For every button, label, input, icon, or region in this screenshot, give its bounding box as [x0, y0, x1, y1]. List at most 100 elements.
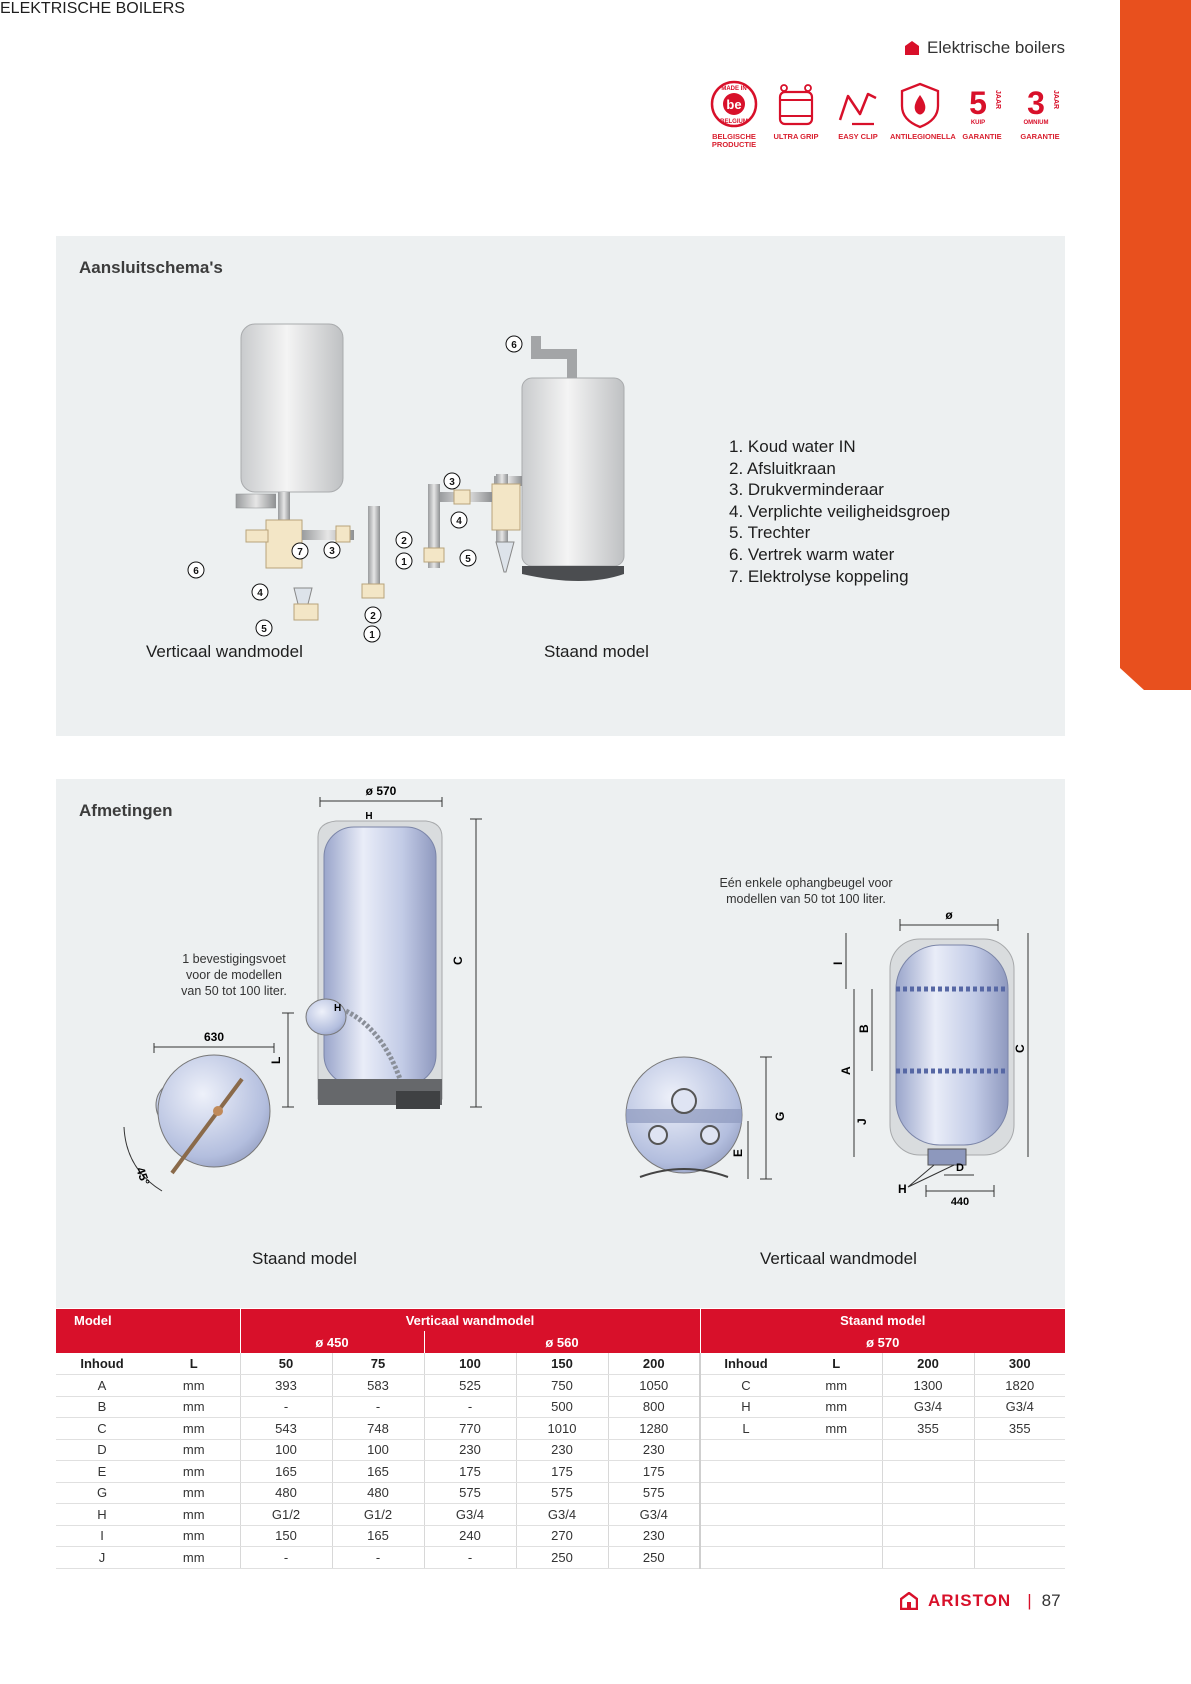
dim-diameter-570: ø 570 — [366, 784, 397, 798]
warranty-3-unit: JAAR — [1052, 90, 1059, 109]
home-icon — [905, 41, 920, 55]
table-group-wall: Verticaal wandmodel — [239, 1309, 700, 1331]
caption-standing-model: Staand model — [252, 1249, 357, 1268]
page-number: 87 — [1041, 1591, 1061, 1610]
dim-e: E — [731, 1149, 745, 1157]
dimensions-table: Model Verticaal wandmodel Staand model ø… — [56, 1309, 1065, 1569]
legend-item: 7. Elektrolyse koppeling — [729, 566, 909, 586]
caption-standing-model: Staand model — [544, 642, 649, 661]
side-tab — [1120, 0, 1191, 690]
be-text: be — [726, 97, 741, 112]
warranty-3-scope: OMNIUM — [1024, 120, 1049, 126]
callout-5: 5 — [261, 624, 267, 635]
warranty-3-number: 3 — [1027, 85, 1045, 121]
dim-l: L — [269, 1057, 283, 1064]
dim-a: A — [839, 1066, 853, 1075]
feature-antilegionella: ANTILEGIONELLA — [890, 80, 956, 141]
breadcrumb-label: Elektrische boilers — [927, 38, 1065, 57]
easy-clip-icon — [838, 92, 877, 126]
callout-7: 7 — [297, 547, 303, 558]
table-group-standing: Staand model — [699, 1309, 1065, 1331]
table-wall-d560: ø 560 — [423, 1331, 700, 1353]
dim-c: C — [1013, 1044, 1027, 1053]
warranty-5-number: 5 — [969, 85, 987, 121]
dim-45-degrees: 45° — [133, 1165, 152, 1187]
callout-6: 6 — [511, 340, 517, 351]
dim-h: H — [898, 1182, 907, 1196]
legend-item: 4. Verplichte veiligheidsgroep — [729, 501, 951, 521]
legend-item: 2. Afsluitkraan — [729, 458, 836, 478]
dim-d: D — [956, 1162, 964, 1174]
wall-bottom-view: G E — [625, 1056, 787, 1180]
dim-diameter: ø — [945, 908, 953, 922]
ariston-logo-icon — [900, 1592, 918, 1610]
warranty-5-icon: 5 JAAR KUIP — [969, 85, 1001, 126]
callout-6: 6 — [193, 566, 199, 577]
dim-c: C — [451, 956, 465, 965]
feature-label: GARANTIE — [1020, 132, 1060, 141]
feature-warranty-3: 3 JAAR OMNIUM GARANTIE — [1010, 80, 1070, 141]
made-in-belgium-icon: be MADE IN BELGIUM — [710, 80, 758, 128]
standing-connection-diagram: 6 3 4 2 1 5 — [395, 335, 625, 581]
callout-2: 2 — [370, 611, 376, 622]
callout-4: 4 — [257, 588, 263, 599]
callout-2: 2 — [401, 536, 407, 547]
footer: ARISTON | 87 — [900, 1591, 1061, 1611]
panel-title: Afmetingen — [79, 801, 173, 820]
dim-h-top: H — [365, 811, 372, 822]
caption-wall-model: Verticaal wandmodel — [760, 1249, 917, 1268]
legend-item: 1. Koud water IN — [729, 437, 856, 456]
table-subheader-row: Inhoud L 50 75 100 150 200 Inhoud L 200 … — [56, 1353, 1065, 1375]
dim-i: I — [831, 962, 845, 965]
dim-630: 630 — [204, 1030, 224, 1044]
caption-wall-model: Verticaal wandmodel — [146, 642, 303, 661]
antilegionella-icon — [900, 82, 940, 129]
standing-top-view: 630 45° — [123, 1030, 275, 1192]
callout-5: 5 — [465, 554, 471, 565]
brand-name: ARISTON — [928, 1591, 1012, 1610]
dim-440: 440 — [951, 1196, 969, 1208]
warranty-3-icon: 3 JAAR OMNIUM — [1024, 85, 1060, 126]
feature-warranty-5: 5 JAAR KUIP GARANTIE — [952, 80, 1012, 141]
wall-connection-diagram: 6 7 3 4 2 1 5 — [187, 323, 385, 643]
feature-ultra-grip: ULTRA GRIP — [766, 80, 826, 141]
belgium-text: BELGIUM — [720, 119, 748, 125]
feature-label: EASY CLIP — [838, 132, 878, 141]
made-in-text: MADE IN — [721, 86, 746, 92]
dim-h-side: H — [334, 1003, 341, 1014]
connection-legend: 1. Koud water IN 2. Afsluitkraan 3. Druk… — [729, 436, 950, 587]
wall-side-view: ø I A B J C D 440 H — [831, 908, 1029, 1208]
table-wall-d450: ø 450 — [239, 1331, 424, 1353]
warranty-5-scope: KUIP — [971, 120, 985, 126]
dim-b: B — [857, 1024, 871, 1033]
standing-side-view: ø 570 H H C L — [269, 784, 482, 1109]
callout-3: 3 — [449, 477, 455, 488]
breadcrumb: Elektrische boilers — [905, 38, 1065, 58]
callout-1: 1 — [401, 557, 407, 568]
dim-g: G — [773, 1112, 787, 1121]
feature-easy-clip: EASY CLIP — [828, 80, 888, 141]
ultra-grip-icon — [778, 84, 814, 126]
dim-j: J — [855, 1118, 869, 1125]
callout-3: 3 — [329, 546, 335, 557]
panel-title: Aansluitschema's — [79, 258, 223, 277]
table-model-header: Model — [56, 1309, 240, 1331]
legend-item: 5. Trechter — [729, 523, 811, 543]
warranty-5-unit: JAAR — [994, 90, 1001, 109]
feature-label: GARANTIE — [962, 132, 1002, 141]
